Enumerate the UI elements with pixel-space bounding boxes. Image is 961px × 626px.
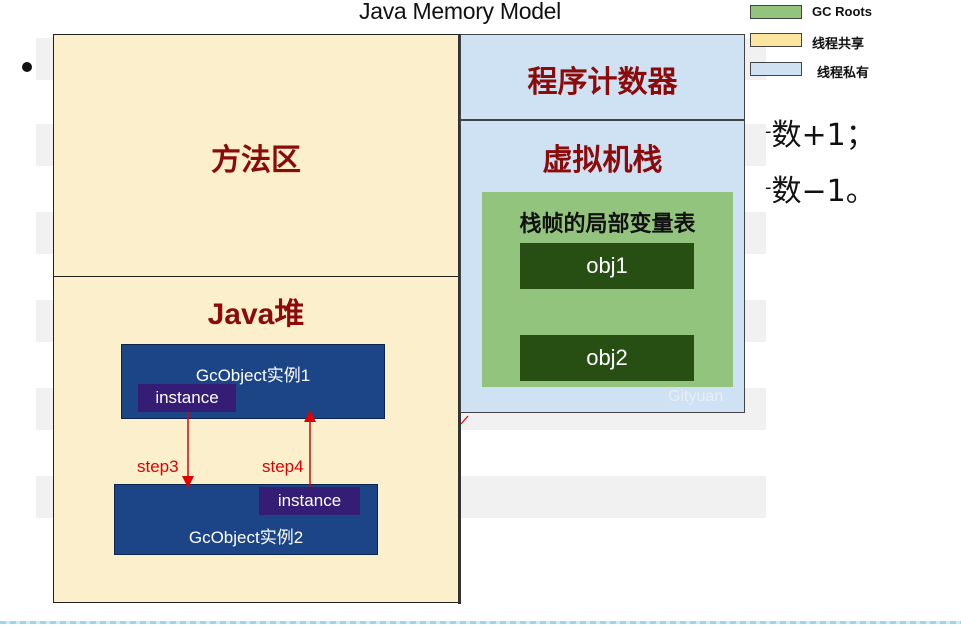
bottom-decorative-line xyxy=(0,621,961,624)
method-area: 方法区 xyxy=(53,34,459,277)
tick-mark xyxy=(460,415,469,425)
diagram-title: Java Memory Model xyxy=(359,0,561,24)
side-text-decrement: -数−1。 xyxy=(765,166,876,210)
legend-swatch-private xyxy=(750,62,802,76)
legend-label-gc-roots: GC Roots xyxy=(812,4,872,19)
obj2-reference: obj2 xyxy=(520,335,694,381)
program-counter: 程序计数器 xyxy=(460,34,745,120)
program-counter-title: 程序计数器 xyxy=(527,66,678,99)
side-text-decrement-value: 数−1。 xyxy=(771,174,876,209)
side-text-increment-value: 数+1； xyxy=(771,118,876,153)
region-divider xyxy=(458,34,461,604)
legend-swatch-shared xyxy=(750,33,802,47)
gc-object-2-label: GcObject实例2 xyxy=(188,528,304,547)
side-text-increment: -数+1； xyxy=(765,110,876,154)
gc-object-1-label: GcObject实例1 xyxy=(195,366,311,385)
obj1-reference: obj1 xyxy=(520,243,694,289)
legend-label-private: 线程私有 xyxy=(817,65,870,80)
stack-frame-title: 栈帧的局部变量表 xyxy=(519,211,696,236)
step3-label: step3 xyxy=(137,457,179,476)
watermark: Gityuan xyxy=(668,388,724,405)
side-text-dash: - xyxy=(765,121,772,142)
legend-swatch-gc-roots xyxy=(750,5,802,19)
side-text-dash: - xyxy=(765,177,772,198)
gc-object-2-instance-field: instance xyxy=(259,487,360,515)
gc-object-1-instance-field: instance xyxy=(138,384,236,412)
legend-label-shared: 线程共享 xyxy=(812,36,865,51)
method-area-title: 方法区 xyxy=(211,144,301,177)
java-heap-title: Java堆 xyxy=(207,298,305,331)
bullet-point xyxy=(22,62,32,72)
step4-label: step4 xyxy=(262,457,304,476)
vm-stack-title: 虚拟机栈 xyxy=(542,144,663,177)
